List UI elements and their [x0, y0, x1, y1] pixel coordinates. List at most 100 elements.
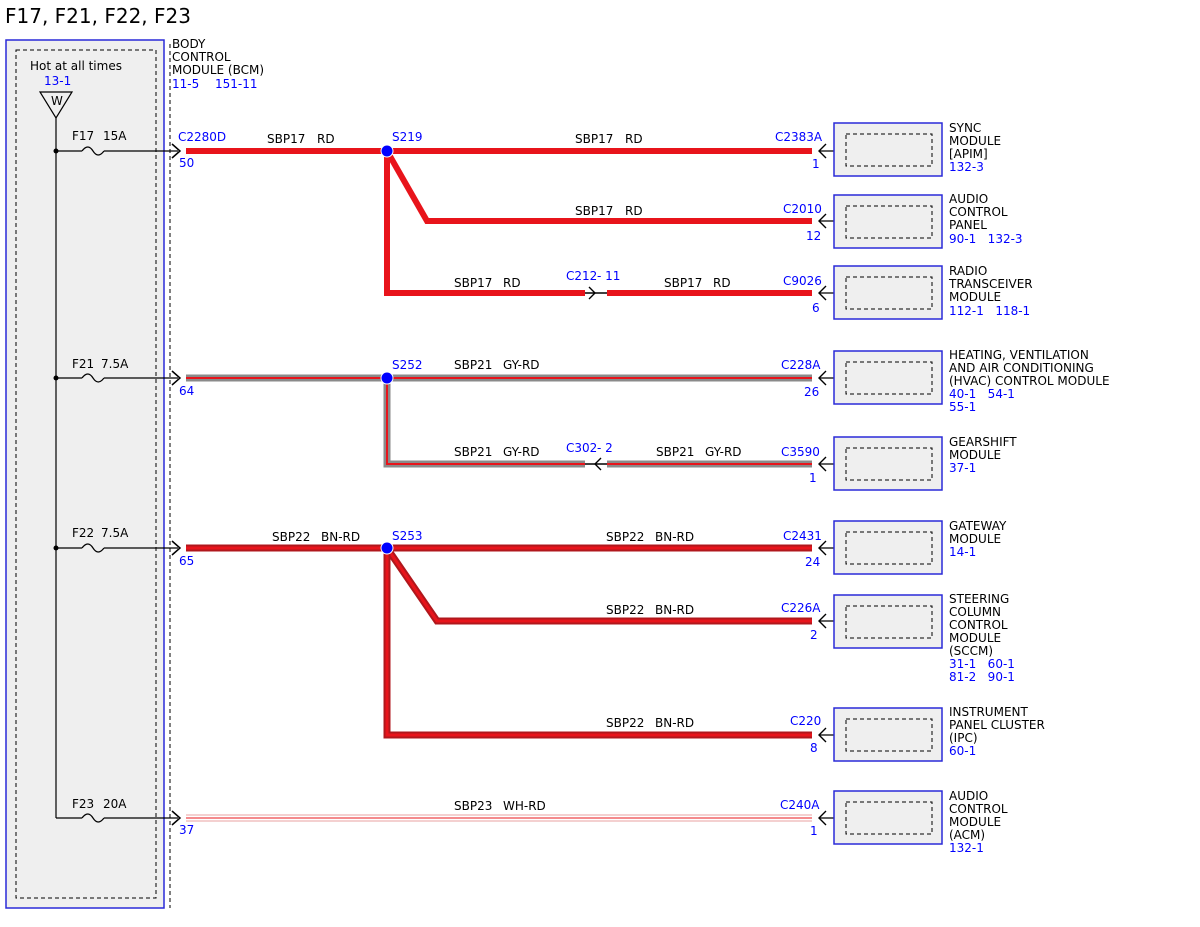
- inline-connector-c302-pin: - 2: [597, 441, 613, 455]
- power-source-letter: W: [51, 94, 63, 108]
- module-name-line: CONTROL: [949, 618, 1008, 632]
- splice-s219: [380, 144, 394, 158]
- inline-connector-c212-pin: - 11: [597, 269, 620, 283]
- module-name-line: MODULE: [949, 815, 1001, 829]
- wire-label-circuit: SBP22: [272, 530, 310, 544]
- wire-label-circuit: SBP21: [454, 445, 492, 459]
- module-pin: 2: [810, 628, 818, 642]
- module-gateway: C2431 24 GATEWAY MODULE 14-1: [783, 519, 1007, 575]
- module-ref: 55-1: [949, 400, 976, 414]
- module-ref: 90-1 132-3: [949, 232, 1023, 246]
- module-pin: 6: [812, 301, 820, 315]
- module-name-line: MODULE: [949, 448, 1001, 462]
- module-sccm: C226A 2 STEERING COLUMN CONTROL MODULE (…: [781, 592, 1015, 684]
- module-connector: C2010: [783, 202, 822, 216]
- bcm-pin-37: 37: [179, 823, 194, 837]
- module-ref: 40-1 54-1: [949, 387, 1015, 401]
- inline-connector-c302: [585, 457, 607, 471]
- module-pin: 24: [805, 555, 820, 569]
- fuse-f23-rating: 20A: [103, 797, 127, 811]
- fuse-f21: F21 7.5A: [53, 357, 178, 383]
- fuse-f23: F23 20A: [56, 797, 178, 823]
- wire-label-color: GY-RD: [503, 445, 540, 459]
- module-name-line: (ACM): [949, 828, 985, 842]
- wire-label-circuit: SBP17: [454, 276, 492, 290]
- module-ref: 60-1: [949, 744, 976, 758]
- module-ref: 132-3: [949, 160, 984, 174]
- module-pin: 1: [812, 157, 820, 171]
- module-connector: C2431: [783, 529, 822, 543]
- module-name-line: PANEL CLUSTER: [949, 718, 1045, 732]
- bcm-label-1: BODY: [172, 37, 206, 51]
- module-name-line: AUDIO: [949, 789, 988, 803]
- wire-label-color: RD: [625, 204, 643, 218]
- wire-label-circuit: SBP21: [454, 358, 492, 372]
- wire-group-sbp17: [186, 148, 812, 296]
- wire-label-circuit: SBP17: [664, 276, 702, 290]
- module-ref: 112-1 118-1: [949, 304, 1030, 318]
- module-connector: C9026: [783, 274, 822, 288]
- wire-label-circuit: SBP17: [575, 204, 613, 218]
- fuse-f23-name: F23: [72, 797, 94, 811]
- wire-label-color: GY-RD: [705, 445, 742, 459]
- fuse-box-label: Hot at all times: [30, 59, 122, 73]
- module-name-line: MODULE: [949, 290, 1001, 304]
- inline-connector-c212-label: C212: [566, 269, 597, 283]
- wire-labels: SBP17 RD SBP17 RD SBP17 RD SBP17 RD SBP1…: [267, 132, 742, 813]
- module-name-line: MODULE: [949, 532, 1001, 546]
- module-name-line: AUDIO: [949, 192, 988, 206]
- splice-s252-label: S252: [392, 358, 423, 372]
- splice-s253-label: S253: [392, 529, 423, 543]
- diagram-title: F17, F21, F22, F23: [5, 4, 191, 28]
- wire-label-color: WH-RD: [503, 799, 546, 813]
- module-radio-transceiver: C9026 6 RADIO TRANSCEIVER MODULE 112-1 1…: [783, 264, 1033, 320]
- module-sync: C2383A 1 SYNC MODULE [APIM] 132-3: [775, 121, 1001, 177]
- fuse-f22-rating: 7.5A: [101, 526, 129, 540]
- fuse-f21-name: F21: [72, 357, 94, 371]
- module-connector: C240A: [780, 798, 820, 812]
- fuse-f22-name: F22: [72, 526, 94, 540]
- module-name-line: RADIO: [949, 264, 987, 278]
- module-ref: 132-1: [949, 841, 984, 855]
- module-gearshift: C3590 1 GEARSHIFT MODULE 37-1: [781, 435, 1017, 491]
- bcm-label-2: CONTROL: [172, 50, 231, 64]
- module-name-line: PANEL: [949, 218, 987, 232]
- bcm-label-3: MODULE (BCM): [172, 63, 264, 77]
- module-connector: C226A: [781, 601, 821, 615]
- fuse-f17: F17 15A: [53, 129, 178, 156]
- power-source-symbol: W: [38, 91, 74, 120]
- fuse-f22: F22 7.5A: [53, 526, 178, 553]
- splice-s253: [380, 541, 394, 555]
- fuse-f17-rating: 15A: [103, 129, 127, 143]
- module-name-line: CONTROL: [949, 802, 1008, 816]
- wire-label-color: RD: [503, 276, 521, 290]
- module-name-line: GATEWAY: [949, 519, 1007, 533]
- wire-group-sbp21: [186, 374, 812, 468]
- module-name-line: GEARSHIFT: [949, 435, 1017, 449]
- bcm-pin-65: 65: [179, 554, 194, 568]
- bcm-ref-2: 151-11: [215, 77, 258, 91]
- module-name-line: MODULE: [949, 631, 1001, 645]
- module-connector: C228A: [781, 358, 821, 372]
- bcm-pin-64: 64: [179, 384, 194, 398]
- wire-label-color: BN-RD: [321, 530, 360, 544]
- module-pin: 1: [809, 471, 817, 485]
- module-connector: C3590: [781, 445, 820, 459]
- module-ref: 14-1: [949, 545, 976, 559]
- module-name-line: AND AIR CONDITIONING: [949, 361, 1094, 375]
- module-ref: 37-1: [949, 461, 976, 475]
- fuse-f21-rating: 7.5A: [101, 357, 129, 371]
- wire-label-color: RD: [713, 276, 731, 290]
- fuse-f17-name: F17: [72, 129, 94, 143]
- module-ref: 31-1 60-1: [949, 657, 1015, 671]
- bcm-frame: [5, 39, 165, 909]
- wire-label-color: RD: [317, 132, 335, 146]
- module-name-line: STEERING: [949, 592, 1009, 606]
- module-name-line: HEATING, VENTILATION: [949, 348, 1089, 362]
- wire-label-color: BN-RD: [655, 603, 694, 617]
- splice-s252: [380, 371, 394, 385]
- bcm-connector-c2280d: C2280D: [178, 130, 226, 144]
- module-ref: 81-2 90-1: [949, 670, 1015, 684]
- module-pin: 12: [806, 229, 821, 243]
